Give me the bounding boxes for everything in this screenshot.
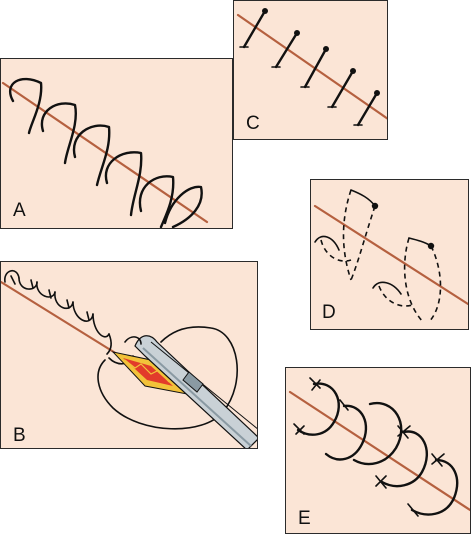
mattress-loop: [380, 430, 428, 488]
suture-loop: [18, 277, 38, 290]
wound-line-e: [288, 390, 470, 512]
panel-a: A: [0, 58, 233, 229]
panel-d-figure: [313, 189, 468, 323]
mattress-surface-stitch: [314, 235, 340, 251]
mattress-surface-stitch: [372, 281, 402, 295]
mattress-loop: [324, 404, 368, 461]
suture-loop: [36, 281, 56, 298]
panel-e-figure: [288, 377, 470, 517]
interrupted-stitch: [242, 9, 267, 49]
suture-knot: [262, 8, 268, 14]
suture-loop: [106, 333, 112, 355]
mattress-deep-stitch: [342, 189, 352, 281]
interrupted-stitch: [303, 47, 328, 89]
suture-loop: [4, 270, 20, 283]
wound-line-b: [1, 280, 119, 356]
suture-knot: [323, 46, 329, 52]
suture-loop: [72, 124, 111, 187]
panel-d: D: [310, 179, 469, 330]
suture-tick: [10, 275, 16, 285]
interrupted-stitch: [274, 31, 299, 69]
suture-knot: [431, 453, 445, 467]
suture-knot: [309, 377, 321, 391]
wound-line-d: [313, 204, 468, 306]
horizontal-mattress-sutures: [293, 377, 459, 517]
suture-knot: [294, 30, 300, 36]
suture-tick: [66, 299, 70, 309]
panel-b: B: [0, 261, 258, 449]
panel-e: E: [285, 367, 471, 534]
tissue-core-detail: [124, 359, 170, 383]
panel-b-figure: [1, 270, 257, 448]
needle: [124, 336, 142, 345]
suture-tick: [48, 289, 52, 299]
suture-knot: [407, 503, 419, 517]
suture-tick: [30, 279, 34, 289]
suture-loop: [40, 102, 77, 165]
suture-knot: [293, 423, 305, 435]
wound-line-c: [236, 13, 387, 120]
panel-c-figure: [236, 8, 387, 127]
interrupted-stitch: [330, 69, 355, 109]
suture-knot: [339, 399, 349, 411]
panel-label-a: A: [13, 200, 26, 221]
panel-a-figure: [1, 77, 209, 228]
suture-knot: [350, 68, 356, 74]
mattress-deep-stitch: [378, 285, 416, 307]
panel-label-b: B: [13, 425, 26, 446]
mattress-deep-stitch: [428, 245, 442, 323]
suture-loop: [104, 151, 143, 217]
mattress-deep-stitch: [403, 237, 424, 323]
suture-loop: [92, 313, 110, 338]
continuous-suture-top: [4, 270, 112, 355]
suture-loop: [138, 175, 175, 228]
mattress-surface-stitch: [408, 237, 432, 247]
suture-knot: [374, 90, 380, 96]
mattress-surface-stitch: [350, 189, 376, 207]
suture-knot: [375, 475, 387, 489]
panel-label-d: D: [322, 302, 336, 323]
continuous-suture-loops: [9, 77, 203, 228]
mattress-suture-right: [372, 237, 442, 323]
suture-knot: [397, 425, 411, 439]
panel-label-c: C: [246, 113, 260, 134]
mattress-loop: [296, 382, 340, 436]
suture-loop: [72, 301, 94, 322]
mattress-loop: [410, 458, 459, 516]
needle-holder: [134, 335, 257, 448]
mattress-deep-stitch: [320, 239, 352, 262]
mattress-loop: [352, 401, 403, 466]
mattress-suture-left: [314, 189, 379, 281]
panel-label-e: E: [298, 508, 311, 529]
suture-loop: [9, 77, 43, 135]
interrupted-sutures: [239, 8, 380, 127]
interrupted-stitch: [356, 91, 379, 127]
tissue-core: [123, 358, 173, 386]
suture-loop: [54, 291, 74, 310]
suture-tick: [86, 311, 90, 321]
panel-c: C: [233, 0, 388, 140]
suture-loop: [163, 185, 203, 228]
wound-line-a: [1, 81, 209, 224]
